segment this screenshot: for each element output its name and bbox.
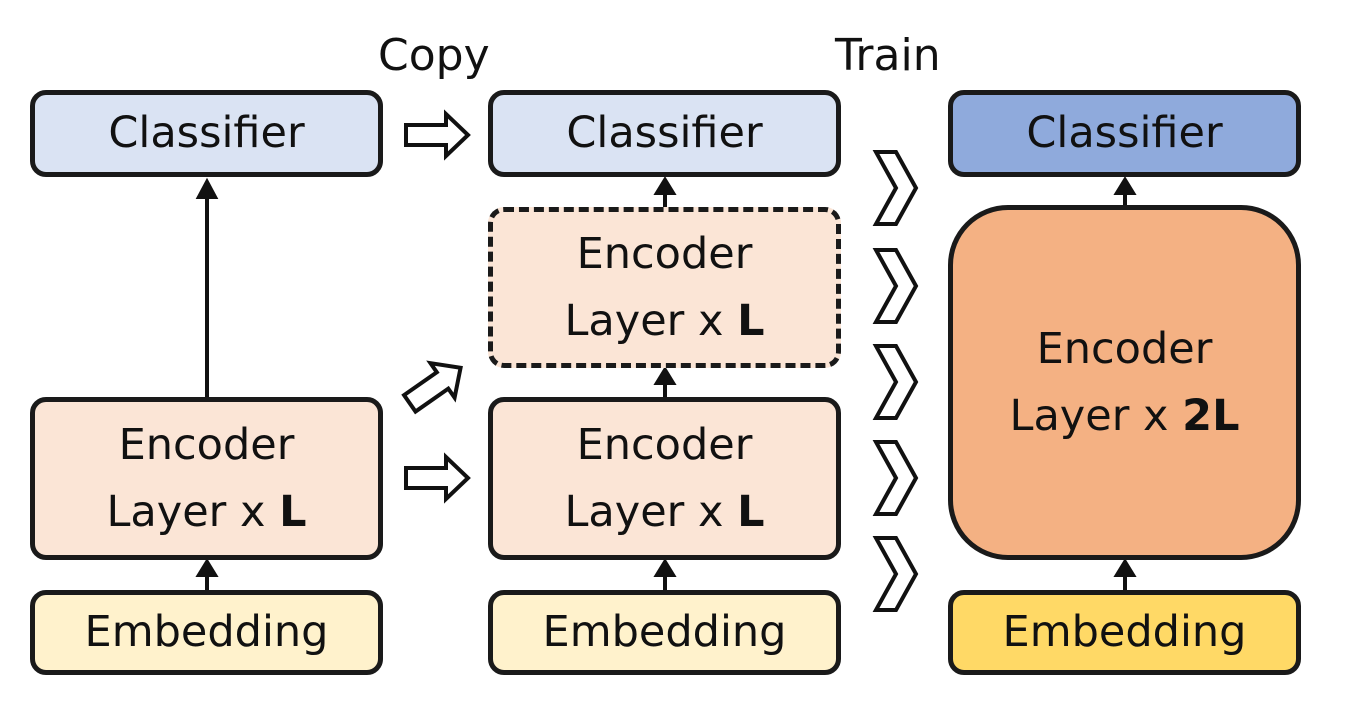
train-chevron-icon <box>872 150 919 226</box>
right-classifier-box: Classifier <box>948 90 1301 177</box>
middle-encoder-copy-multiplier: L <box>737 295 765 346</box>
right-encoder-multiplier: 2L <box>1182 390 1240 441</box>
middle-embedding-box: Embedding <box>488 590 841 675</box>
middle-encoder-copy-line1: Encoder <box>576 228 753 279</box>
middle-encoder-line1: Encoder <box>576 419 753 470</box>
middle-encoder-copy-line2: Layer x <box>564 295 738 346</box>
left-encoder-box: Encoder Layer x L <box>30 397 383 560</box>
left-embedding-label: Embedding <box>84 607 329 658</box>
right-embedding-label: Embedding <box>1002 607 1247 658</box>
right-classifier-label: Classifier <box>1026 108 1223 159</box>
left-encoder-line2: Layer x <box>106 486 280 537</box>
train-label: Train <box>835 30 941 81</box>
right-encoder-box: Encoder Layer x 2L <box>948 205 1301 560</box>
middle-encoder-box: Encoder Layer x L <box>488 397 841 560</box>
train-chevron-icon <box>872 248 919 324</box>
left-embedding-box: Embedding <box>30 590 383 675</box>
copy-encoder-block-arrow <box>404 452 471 504</box>
left-classifier-label: Classifier <box>108 108 305 159</box>
middle-embedding-label: Embedding <box>542 607 787 658</box>
right-embedding-box: Embedding <box>948 590 1301 675</box>
middle-encoder-multiplier: L <box>737 486 765 537</box>
right-encoder-line1: Encoder <box>1036 323 1213 374</box>
copy-encoder-duplicate-block-arrow <box>401 360 463 415</box>
copy-label: Copy <box>378 30 490 81</box>
train-chevron-icon <box>872 440 919 516</box>
copy-classifier-block-arrow <box>404 109 471 161</box>
left-encoder-multiplier: L <box>279 486 307 537</box>
left-encoder-line1: Encoder <box>118 419 295 470</box>
right-encoder-line2: Layer x <box>1009 390 1183 441</box>
train-chevron-icon <box>872 344 919 420</box>
left-classifier-box: Classifier <box>30 90 383 177</box>
middle-encoder-line2: Layer x <box>564 486 738 537</box>
train-chevron-icon <box>872 536 919 612</box>
middle-classifier-box: Classifier <box>488 90 841 177</box>
middle-classifier-label: Classifier <box>566 108 763 159</box>
middle-encoder-copy-box: Encoder Layer x L <box>488 207 841 368</box>
